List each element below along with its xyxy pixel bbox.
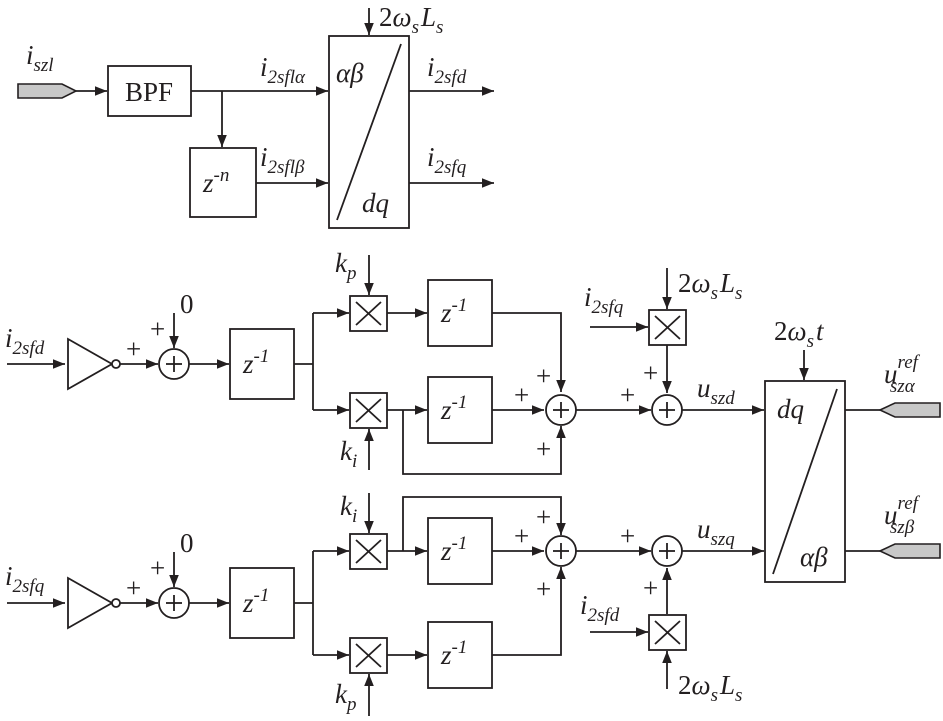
q-sum3-plus-bottom: + bbox=[643, 573, 658, 603]
inverse-top-label: dq bbox=[777, 394, 804, 424]
d-ki-label: ki bbox=[340, 436, 357, 472]
q-kp-delay-block bbox=[427, 621, 493, 689]
label-d-input: i2sfd bbox=[5, 323, 45, 359]
d-ki-delay-block bbox=[427, 376, 493, 444]
transform-bottom-label: dq bbox=[362, 188, 389, 218]
d-channel: i2sfd + + 0 z-1 kp z-1 bbox=[5, 248, 764, 475]
d-sum1-plus-top: + bbox=[150, 314, 165, 344]
q-output-label: uszq bbox=[697, 514, 735, 550]
q-ki-label: ki bbox=[340, 491, 357, 527]
label-i2sfl-beta: i2sflβ bbox=[260, 142, 305, 178]
d-ref-zero: 0 bbox=[180, 289, 194, 319]
d-sum3-plus-top: + bbox=[643, 358, 658, 388]
q-cross-gain-label: 2ωsLs bbox=[678, 670, 742, 706]
label-q-input: i2sfq bbox=[5, 561, 45, 597]
label-i2sfq-out: i2sfq bbox=[427, 142, 467, 178]
d-output-label: uszd bbox=[697, 373, 735, 409]
d-sum1-plus-left: + bbox=[126, 334, 141, 364]
d-kp-label: kp bbox=[335, 248, 356, 284]
d-cross-gain-label: 2ωsLs bbox=[678, 268, 742, 304]
q-sum2-plus-bottom: + bbox=[536, 574, 551, 604]
label-transform-gain: 2ωsLs bbox=[379, 2, 443, 38]
inverse-angle-label: 2ωst bbox=[774, 316, 825, 352]
input-port-iszl bbox=[17, 83, 78, 99]
d-kp-delay-block bbox=[427, 279, 493, 347]
inverse-bottom-label: αβ bbox=[800, 542, 828, 572]
q-channel: i2sfq + + 0 z-1 ki z-1 bbox=[5, 491, 764, 716]
transform-top-label: αβ bbox=[336, 58, 364, 88]
d-delay-block bbox=[229, 328, 295, 400]
d-ki-delay-label: z-1 bbox=[440, 392, 467, 425]
q-ki-delay-label: z-1 bbox=[440, 533, 467, 566]
q-ki-delay-block bbox=[427, 517, 493, 585]
d-sum3-plus-left: + bbox=[620, 380, 635, 410]
q-delay-label: z-1 bbox=[242, 585, 269, 618]
q-kp-label: kp bbox=[335, 679, 356, 715]
bpf-label: BPF bbox=[125, 77, 173, 107]
q-kp-delay-label: z-1 bbox=[440, 637, 467, 670]
top-section: iszl BPF i2sflα z-n i2sflβ αβ dq 2ωsLs i… bbox=[17, 2, 494, 229]
output-port-beta bbox=[878, 543, 941, 559]
d-cross-input-label: i2sfq bbox=[584, 282, 624, 318]
d-sum2-plus-left: + bbox=[514, 380, 529, 410]
d-inverter bbox=[67, 337, 114, 391]
q-sum3-plus-left: + bbox=[620, 521, 635, 551]
q-ref-zero: 0 bbox=[180, 528, 194, 558]
q-sum2-plus-top: + bbox=[536, 502, 551, 532]
d-sum2-plus-bottom: + bbox=[536, 434, 551, 464]
delay-n-label: z-n bbox=[202, 165, 229, 198]
q-sum1-plus-left: + bbox=[126, 573, 141, 603]
d-delay-label: z-1 bbox=[242, 346, 269, 379]
q-sum2-plus-left: + bbox=[514, 521, 529, 551]
d-sum2-plus-top: + bbox=[536, 361, 551, 391]
q-cross-input-label: i2sfd bbox=[580, 590, 620, 626]
q-sum1-plus-top: + bbox=[150, 553, 165, 583]
output-port-alpha bbox=[878, 402, 941, 418]
delay-n-block bbox=[189, 147, 257, 218]
label-iszl: iszl bbox=[26, 40, 54, 76]
label-i2sfd-out: i2sfd bbox=[427, 52, 467, 88]
q-inverter bbox=[67, 576, 114, 630]
label-i2sfl-alpha: i2sflα bbox=[260, 52, 306, 88]
d-kp-delay-label: z-1 bbox=[440, 295, 467, 328]
